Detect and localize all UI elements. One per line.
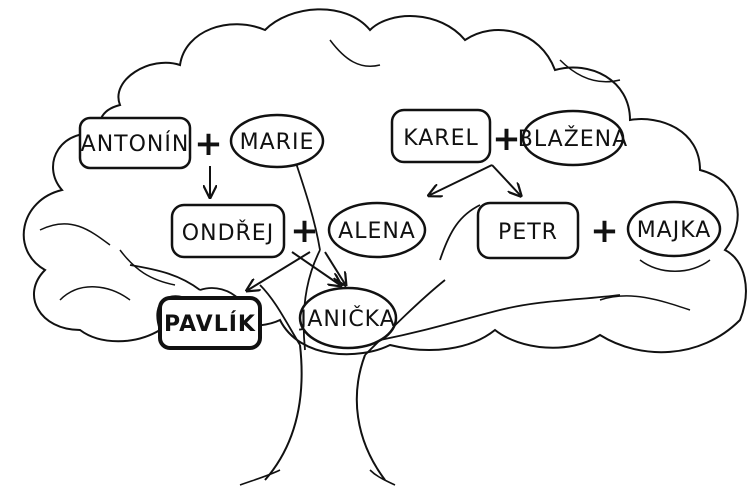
- node-janicka: [298, 286, 398, 350]
- node-pavlik: [158, 296, 262, 350]
- node-alena: [327, 201, 427, 259]
- label-antonin: ANTONÍN: [81, 131, 190, 157]
- tree-branches: [129, 159, 621, 356]
- arrow-ondrej-janicka: [291, 251, 340, 285]
- label-majka: MAJKA: [637, 218, 712, 243]
- arrow-karel-alena: [430, 164, 493, 195]
- label-pavlik: PAVLÍK: [164, 311, 256, 337]
- plus-antonin-marie: +: [194, 124, 224, 164]
- canopy-detail-left: [39, 223, 176, 301]
- plus-karel-blazena: +: [492, 119, 522, 159]
- label-blazena: BLAŽENA: [518, 126, 628, 152]
- plus-ondrej-alena: +: [290, 211, 320, 251]
- node-karel: [390, 108, 492, 164]
- label-alena: ALENA: [338, 219, 416, 244]
- tree-canopy: [22, 8, 747, 356]
- canopy-detail-right: [329, 39, 711, 311]
- label-petr: PETR: [498, 220, 558, 245]
- label-ondrej: ONDŘEJ: [182, 220, 274, 246]
- arrow-karel-petr: [491, 164, 520, 195]
- node-majka: [626, 200, 722, 258]
- node-blazena: [521, 109, 625, 167]
- label-janicka: JANIČKA: [298, 306, 396, 332]
- node-marie: [229, 113, 325, 169]
- plus-petr-majka: +: [590, 211, 620, 251]
- node-antonin: [78, 116, 192, 170]
- arrow-alena-janicka: [324, 251, 345, 284]
- node-petr: [476, 201, 580, 260]
- tree-roots: [239, 469, 396, 486]
- label-marie: MARIE: [240, 130, 315, 155]
- label-karel: KAREL: [403, 126, 479, 151]
- tree-trunk: [264, 344, 386, 481]
- node-ondrej: [170, 203, 286, 259]
